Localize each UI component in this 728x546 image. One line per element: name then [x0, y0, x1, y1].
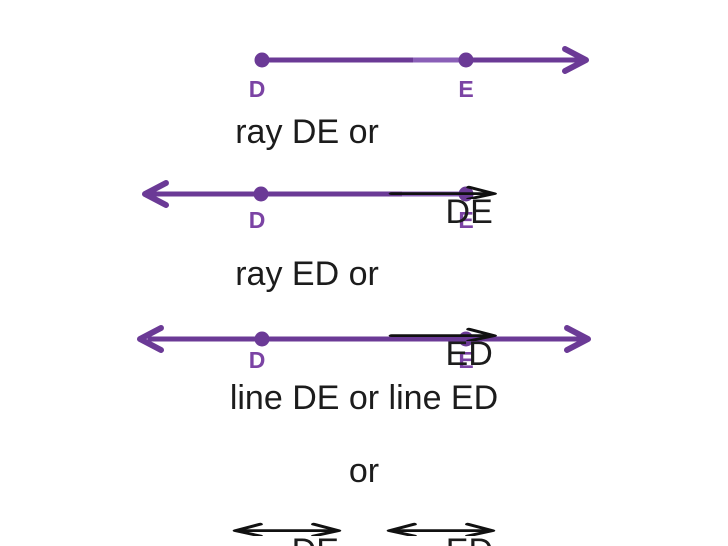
caption-text: line DE or line ED — [229, 379, 499, 417]
ray-arrow-icon — [387, 104, 501, 200]
arrowhead-right-icon — [564, 325, 591, 353]
caption-ray-ed: ray ED or ED — [0, 254, 728, 414]
caption-ray-de: ray DE or DE — [0, 112, 728, 272]
arrowhead-right-icon — [562, 46, 589, 74]
point-label-d: D — [248, 347, 266, 373]
caption-text: ray ED or — [235, 255, 379, 293]
notation-letters: DE — [292, 532, 339, 546]
caption-line-de: line DE or line ED — [0, 378, 728, 418]
notation-letters: ED — [446, 532, 493, 546]
point-label-e: E — [458, 347, 474, 373]
caption-line-notation: DE or ED — [0, 451, 728, 546]
ray-de-notation: DE — [388, 112, 497, 272]
point-label-d: D — [248, 76, 266, 102]
line-de-notation: DE — [232, 451, 342, 546]
point-label-e: E — [458, 207, 474, 233]
notation-letters: DE — [445, 193, 493, 232]
point-dot-d — [254, 52, 270, 68]
point-label-d: D — [248, 207, 266, 233]
caption-text: or — [348, 452, 380, 490]
arrowhead-left-icon — [142, 180, 169, 208]
ray-de-figure — [254, 46, 589, 74]
line-arrow-icon — [385, 441, 497, 537]
point-dot-e — [458, 52, 474, 68]
ray-ed-notation: ED — [388, 254, 497, 414]
point-dot-d — [253, 186, 269, 202]
line-ed-notation: ED — [386, 451, 496, 546]
point-label-e: E — [458, 76, 474, 102]
caption-text: ray DE or — [235, 113, 379, 151]
notation-letters: ED — [445, 335, 493, 374]
ray-arrow-icon — [387, 246, 501, 342]
line-arrow-icon — [231, 441, 343, 537]
arrowhead-left-icon — [137, 325, 164, 353]
point-dot-d — [254, 331, 270, 347]
